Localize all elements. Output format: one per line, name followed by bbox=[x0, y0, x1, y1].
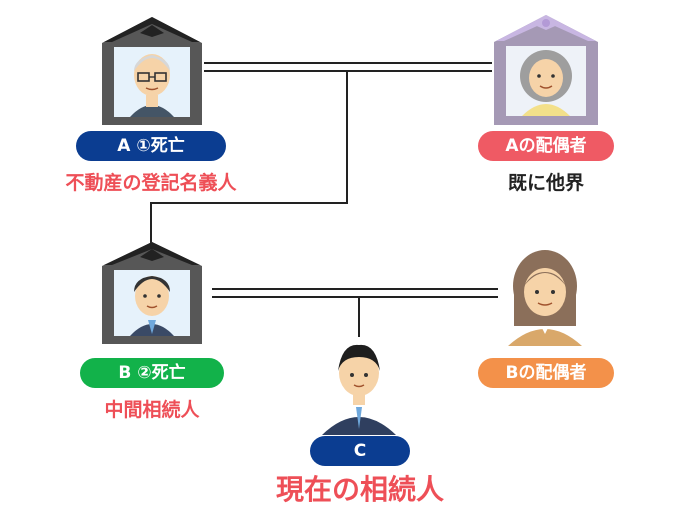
spouse-a-note: 既に他界 bbox=[507, 172, 584, 194]
person-c-label: C bbox=[310, 436, 410, 466]
descent-line-a-to-b bbox=[150, 71, 348, 243]
person-c-note: 現在の相続人 bbox=[275, 473, 444, 506]
young-man-in-suit-icon bbox=[322, 344, 396, 435]
person-b-label: B ②死亡 bbox=[80, 358, 224, 388]
person-a-label: A ①死亡 bbox=[76, 131, 226, 161]
spouse-a-label: Aの配偶者 bbox=[478, 131, 614, 161]
man-memorial-portrait-icon bbox=[102, 242, 202, 344]
elderly-man-memorial-portrait-icon bbox=[102, 17, 202, 125]
spouse-b-label: Bの配偶者 bbox=[478, 358, 614, 388]
elderly-woman-memorial-portrait-icon bbox=[494, 15, 598, 125]
person-a-note: 不動産の登記名義人 bbox=[65, 172, 237, 194]
woman-portrait-icon bbox=[508, 250, 582, 346]
person-b-note: 中間相続人 bbox=[104, 399, 200, 421]
